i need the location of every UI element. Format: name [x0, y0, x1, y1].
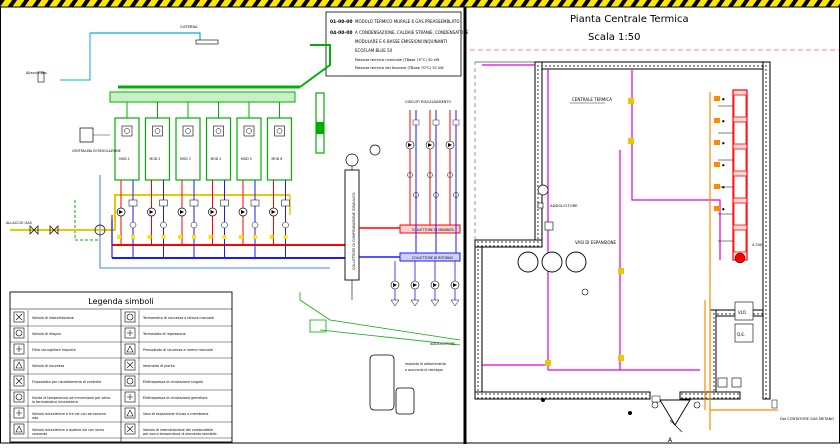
legend-item-label: Valvola di ritegno [32, 332, 61, 336]
separator-label: COLLETTORE DI COMPENSAZIONE IDRAULICO [352, 192, 356, 270]
info-line-2: A CONDENSAZIONE, CALDAIE STRANIE, CONDEN… [355, 30, 469, 35]
boiler-module: MOD 4 [205, 117, 232, 181]
valve-tag: ● [722, 119, 725, 123]
legend-item-label: Idrometro di pianta [143, 364, 175, 368]
legend-item: Valvola miscelatrice a tre vie con servo… [10, 406, 121, 423]
info-code-1: 01-00-00 [330, 19, 353, 25]
boiler-module-label: MOD 1 [119, 157, 130, 161]
legend-item: Elettropompa di circolazione gemellare [121, 390, 232, 407]
plan-dimension: 4.250 [752, 243, 763, 247]
legend-item-label: Sonda di temperatura ad immersione per v… [32, 396, 110, 400]
legend-item-label: Filtro raccoglitore impurità [32, 348, 76, 352]
legend-item: Vaso di espansione chiuso a membrana [121, 406, 232, 423]
boiler-module: MOD 1 [114, 117, 140, 181]
legend-item: Idrometro di pianta [121, 358, 232, 375]
boiler-module-label: MOD 2 [150, 157, 161, 161]
section-marker: A [668, 437, 673, 444]
legend-item: Valvola di sicurezza [10, 358, 121, 375]
valve-tag: ● [722, 97, 725, 101]
vlo-label: VLO [738, 310, 746, 315]
legend-item-label: Valvola di intercettazione [32, 316, 74, 320]
legend-item: Valvola di ritegno [10, 326, 121, 343]
softener-tank [369, 354, 395, 411]
plant-room-label: CENTRALE TERMICA [572, 97, 612, 102]
brine-tank [395, 387, 415, 415]
boiler-module: MOD 6 [266, 117, 293, 181]
valve-tag: ● [722, 207, 725, 211]
boiler-module-label: MOD 4 [211, 157, 222, 161]
legend-item: Termometro di sicurezza a lettura manual… [121, 310, 232, 327]
gas-meter-label: Dal CONTATORE GAS METANO [780, 417, 834, 421]
valve-tag: ● [722, 141, 725, 145]
top-hatch-band [0, 0, 840, 7]
gas-inlet-label: ALLACCIO GAS [6, 221, 33, 225]
plan-scale: Scala 1:50 [588, 32, 641, 43]
valve-tag: ● [722, 163, 725, 167]
legend-item-label: Flussostato per riscaldamento di control… [32, 380, 101, 384]
expansion-vessel [517, 251, 539, 273]
circuits-label: CIRCUITI RISCALDAMENTO [405, 100, 452, 104]
legend-item-label: Pressostato di sicurezza a riarmo manual… [143, 348, 213, 352]
softener-note-2: e accumulo di reintegro [405, 368, 443, 372]
plan-softener-label: ADDOLCITORE [550, 203, 578, 208]
return-manifold-label: COLLETTORE DI RITORNO [412, 256, 454, 260]
legend-item-label: Valvola miscelatrice a quattro vie con s… [32, 428, 104, 432]
legend-item: Valvola miscelatrice a quattro vie con s… [10, 422, 121, 439]
legend-item-label-cont: per sovra temperatura di elemento sensib… [143, 432, 217, 436]
info-line-6: Potenza termica del focolare (TBase 70°C… [355, 66, 444, 70]
plant-room-plan: Pianta Centrale Termica Scala 1:50 [470, 14, 840, 444]
legend-item-label: Valvola miscelatrice a tre vie con servo… [32, 412, 106, 416]
boiler-module-label: MOD 5 [241, 157, 252, 161]
expansion-label: VASI DI ESPANSIONE [575, 240, 617, 245]
legend-item-label: Vaso di espansione chiuso a membrana [143, 412, 208, 416]
legend-item-label-cont: la termostatica miscelatrice [32, 400, 78, 404]
legend-item-label: Valvola di intercettazione del combustib… [143, 428, 213, 432]
legend-item-label: Termometro di sicurezza a lettura manual… [142, 316, 214, 320]
legend-item: Pressostato di sicurezza a riarmo manual… [121, 342, 232, 359]
qe-label: Q.E. [737, 332, 745, 337]
legend-item: Valvola di intercettazione [10, 310, 121, 327]
info-code-2: 04-00-00 [330, 30, 353, 36]
legend-item: Valvola di intercettazione del combustib… [121, 422, 232, 439]
info-line-4: ECOFLAM BLUE 50 [355, 48, 393, 53]
expansion-vessel [565, 251, 587, 273]
info-line-1: MODULO TERMICO MURALE 6 GAS PREASSEMBLAT… [355, 19, 460, 24]
boiler-module-label: MOD 6 [272, 157, 283, 161]
softener-label: ADDOLCITORE [430, 342, 456, 346]
boiler-module: MOD 3 [175, 117, 201, 181]
valve-tag: ● [722, 185, 725, 189]
legend-item: Sonda di temperatura ad immersione per v… [10, 390, 121, 407]
boiler-module: MOD 2 [144, 117, 171, 181]
boiler-module-group: MOD 1 MOD 2 MOD 3 MOD 4 MOD 5 MOD 6 [114, 117, 293, 181]
control-unit-label: CENTRALINA DI REGOLAZIONE [72, 149, 121, 153]
legend-item-label: Termostato di regolazione [142, 332, 186, 336]
legend-item: Flussostato per riscaldamento di control… [10, 374, 121, 391]
gas-tank-label: Allaccio gas [26, 71, 47, 75]
boiler-module: MOD 5 [236, 117, 262, 181]
info-line-3: MODULARE E 6 BASSE EMISSIONI INQUINANTI [355, 39, 447, 44]
hydraulic-scheme: 01-00-00 MODULO TERMICO MURALE 6 GAS PRE… [6, 11, 469, 443]
legend-item: Filtro raccoglitore impurità [10, 342, 121, 359]
legend-item-label: Valvola di sicurezza [32, 364, 64, 368]
legend-item-label-cont: ndo [32, 416, 38, 420]
legend-title: Legenda simboli [88, 297, 153, 306]
legend-item: Elettropompa di circolazione singola [121, 374, 232, 391]
cisterna-label: CISTERNA [180, 25, 198, 29]
boiler-module-label: MOD 3 [180, 157, 191, 161]
expansion-vessel [541, 251, 563, 273]
legend-item: Termostato di regolazione [121, 326, 232, 343]
plan-title: Pianta Centrale Termica [570, 14, 689, 25]
control-unit [79, 127, 94, 143]
supply-manifold-label: COLLETTORE DI MANDATA [412, 228, 455, 232]
legend-item-label: Elettropompa di circolazione singola [143, 380, 203, 384]
info-line-5: Potenza termica nominale (TBase 70°C) 50… [355, 58, 440, 62]
softener-note-1: impianto di addolcimento [405, 362, 446, 366]
legend-item-label-cont: comando [32, 432, 47, 436]
legend-item-label: Elettropompa di circolazione gemellare [143, 396, 208, 400]
